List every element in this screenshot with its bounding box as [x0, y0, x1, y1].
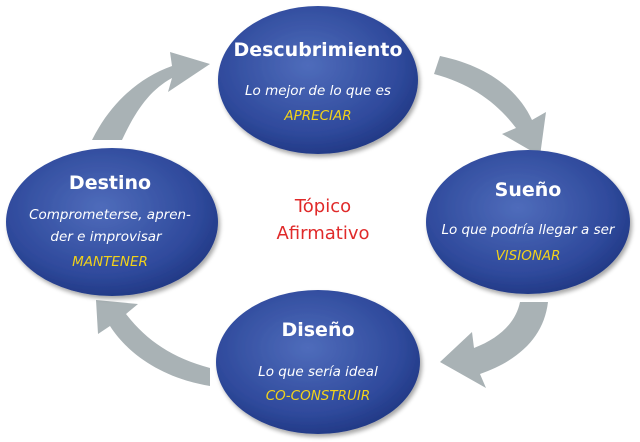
node-design-verb: CO-CONSTRUIR — [266, 388, 371, 404]
arrow-design-to-destiny — [96, 300, 210, 386]
node-dream: Sueño Lo que podría llegar a ser VISIONA… — [426, 150, 630, 294]
node-design-title: Diseño — [281, 319, 354, 341]
center-topic: Tópico Afirmativo — [276, 196, 369, 244]
arrow-dream-to-design — [440, 302, 548, 388]
node-dream-title: Sueño — [495, 179, 562, 201]
node-destiny-verb: MANTENER — [72, 254, 148, 270]
center-topic-line2: Afirmativo — [276, 223, 369, 244]
node-destiny-title: Destino — [69, 172, 151, 194]
center-topic-line1: Tópico — [294, 196, 351, 217]
node-destiny: Destino Comprometerse, apren- der e impr… — [6, 148, 218, 296]
node-dream-verb: VISIONAR — [495, 248, 560, 264]
arrow-discovery-to-dream — [434, 56, 546, 156]
node-destiny-description-line1: Comprometerse, apren- — [29, 207, 191, 223]
cycle-arrows — [92, 52, 548, 388]
node-design-circle — [216, 290, 420, 434]
node-dream-circle — [426, 150, 630, 294]
node-discovery-circle — [218, 6, 418, 154]
node-discovery-verb: APRECIAR — [283, 108, 351, 124]
node-dream-description: Lo que podría llegar a ser — [441, 222, 615, 238]
node-destiny-description-line2: der e improvisar — [50, 229, 163, 245]
node-destiny-circle — [6, 148, 218, 296]
node-discovery: Descubrimiento Lo mejor de lo que es APR… — [218, 6, 418, 154]
arrow-destiny-to-discovery — [92, 52, 210, 140]
node-discovery-description: Lo mejor de lo que es — [245, 83, 391, 99]
node-design-description: Lo que sería ideal — [258, 364, 378, 380]
node-discovery-title: Descubrimiento — [233, 39, 402, 61]
node-design: Diseño Lo que sería ideal CO-CONSTRUIR — [216, 290, 420, 434]
